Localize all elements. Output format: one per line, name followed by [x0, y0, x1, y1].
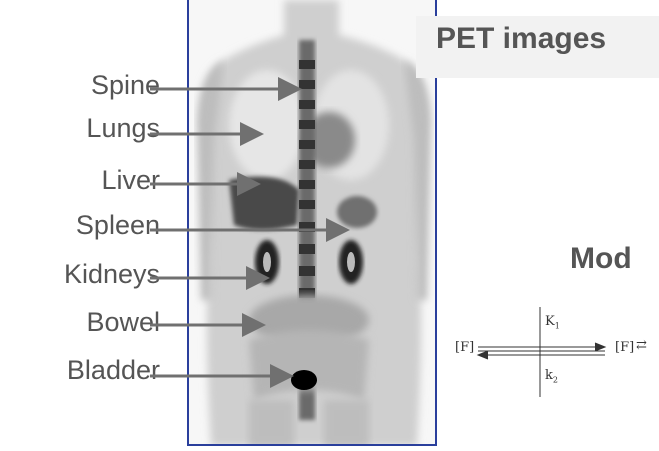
model-title: Mod	[570, 242, 632, 276]
rate-k2: k2	[545, 368, 558, 385]
rate-k1: K1	[545, 314, 560, 331]
compartment-right-arrow: ⇄	[636, 338, 647, 353]
compartment-left-label: [F]	[455, 340, 474, 355]
compartment-right-label: [F]	[615, 340, 634, 355]
